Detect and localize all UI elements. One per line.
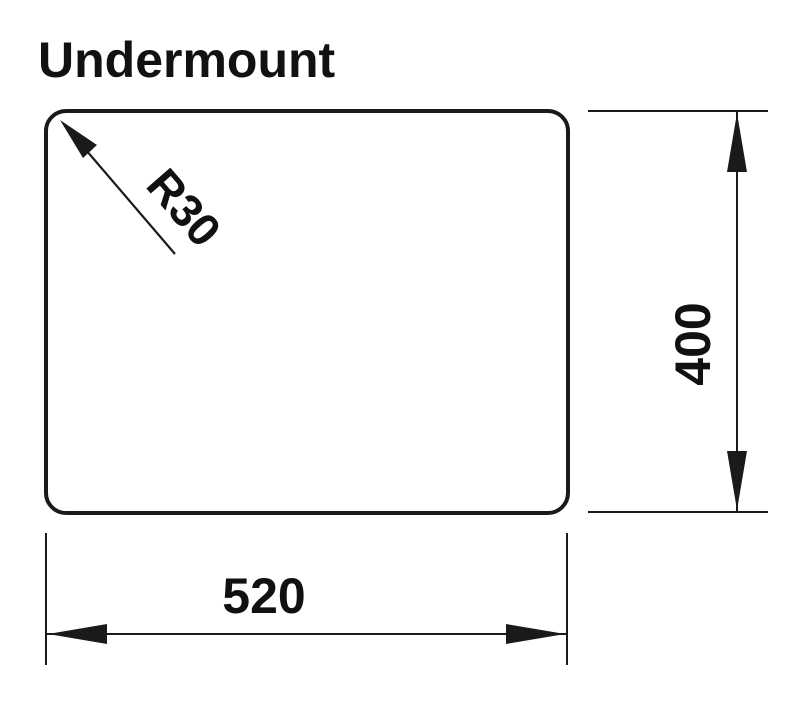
width-arrow-left bbox=[48, 624, 107, 644]
title: Undermount bbox=[38, 32, 336, 88]
height-label: 400 bbox=[665, 302, 721, 385]
radius-leader-line bbox=[79, 142, 176, 255]
width-label: 520 bbox=[222, 568, 305, 624]
width-arrow-right bbox=[506, 624, 565, 644]
height-arrow-bottom bbox=[727, 451, 747, 510]
sink-outline bbox=[44, 109, 570, 515]
height-arrow-top bbox=[727, 113, 747, 172]
radius-label: R30 bbox=[137, 159, 232, 257]
radius-arrowhead bbox=[60, 120, 97, 158]
